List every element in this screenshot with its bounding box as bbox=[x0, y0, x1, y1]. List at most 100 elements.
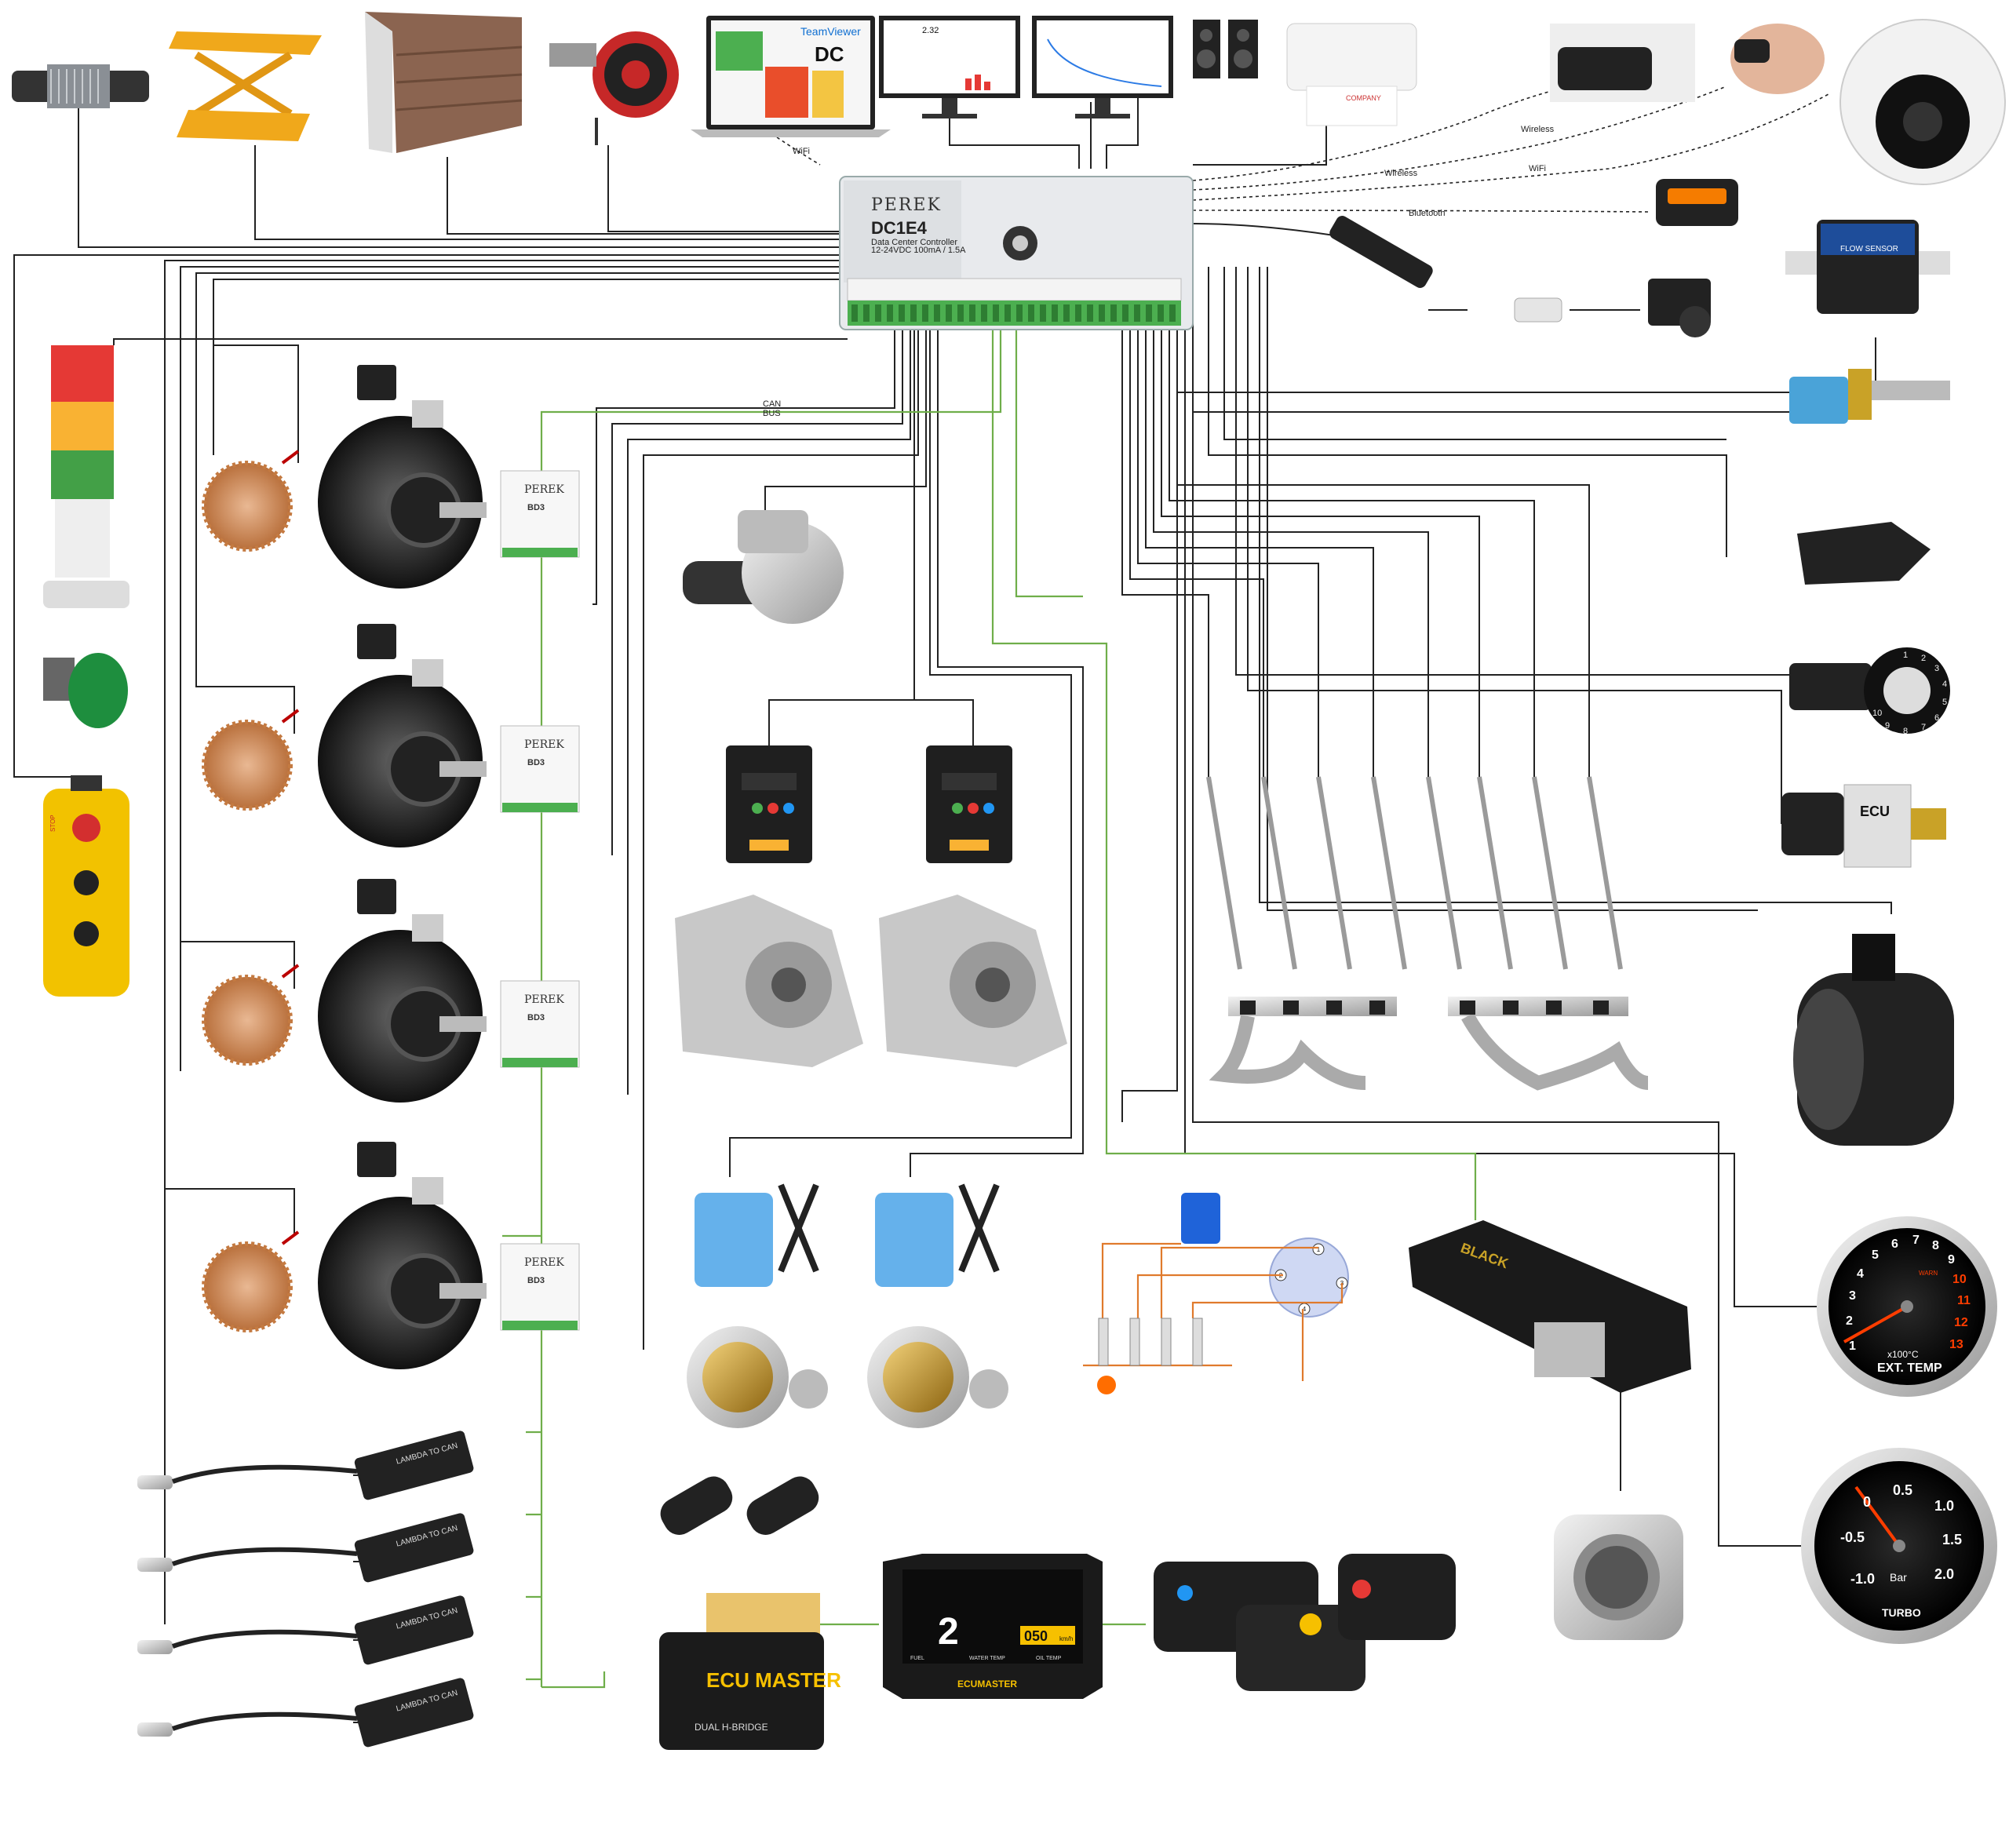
dash-brand: ECUMASTER bbox=[957, 1679, 1017, 1689]
turbo-tick-0: 0 bbox=[1863, 1494, 1871, 1510]
maf-sensor bbox=[1793, 934, 1954, 1146]
servo-throttle-1 bbox=[687, 1183, 828, 1428]
turbo-tick-m05: -0.5 bbox=[1840, 1529, 1865, 1545]
pot-digit-1: 1 bbox=[1903, 651, 1908, 660]
turbo-tick-m1: -1.0 bbox=[1850, 1571, 1875, 1587]
vfd-2 bbox=[926, 745, 1012, 863]
gauge-ext-temp: 1 2 3 4 5 6 7 8 9 10 11 12 13 WARN x100°… bbox=[1817, 1216, 1997, 1397]
motor-unit-3: PEREK BD3 bbox=[202, 879, 580, 1103]
controller-subtitle: Data Center Controller bbox=[871, 238, 957, 247]
printer: COMPANY bbox=[1286, 23, 1417, 126]
turbo-name: TURBO bbox=[1882, 1606, 1921, 1619]
turbo-tick-05: 0.5 bbox=[1893, 1482, 1912, 1498]
blower-fan-2 bbox=[879, 895, 1067, 1067]
dash-gear: 2 bbox=[938, 1611, 959, 1653]
pressure-label: ECU bbox=[1860, 804, 1890, 819]
potentiometer: 1 2 3 4 5 6 7 8 9 10 bbox=[1789, 647, 1950, 736]
dash-cell-water: WATER TEMP bbox=[969, 1656, 1005, 1661]
dc1e4-controller[interactable]: PEREK DC1E4 Data Center Controller 12-24… bbox=[839, 176, 1194, 330]
bd3-model-3: BD3 bbox=[527, 1013, 545, 1022]
lambda-row-1: LAMBDA TO CAN bbox=[137, 1431, 474, 1500]
bd3-brand-1: PEREK bbox=[524, 483, 564, 496]
pot-digit-7: 7 bbox=[1921, 723, 1926, 732]
ignition-system: 1 2 3 4 bbox=[1083, 1193, 1349, 1394]
temp-tick-3: 3 bbox=[1849, 1289, 1856, 1303]
pot-digit-10: 10 bbox=[1872, 709, 1882, 718]
remote-hand bbox=[1730, 24, 1825, 94]
pot-digit-5: 5 bbox=[1942, 698, 1947, 707]
starter-motor bbox=[683, 510, 844, 624]
pressure-sensor: ECU bbox=[1781, 784, 1946, 868]
dc-logo: DC bbox=[815, 42, 844, 66]
dc-motors bbox=[660, 1476, 819, 1535]
bd3-brand-3: PEREK bbox=[524, 993, 564, 1006]
terminal-block bbox=[848, 301, 1181, 326]
garage-door bbox=[365, 12, 523, 153]
dual-h-bridge: ECU MASTER DUAL H-BRIDGE bbox=[659, 1593, 841, 1750]
gauge-turbo: -1.0 -0.5 0 0.5 1.0 1.5 2.0 Bar TURBO bbox=[1801, 1448, 1997, 1644]
temp-tick-6: 6 bbox=[1891, 1237, 1898, 1251]
coolant-temp-sensor bbox=[1789, 369, 1950, 424]
motor-unit-4: PEREK BD3 bbox=[202, 1142, 580, 1369]
turbo-unit: Bar bbox=[1890, 1571, 1907, 1584]
turbo-tick-15: 1.5 bbox=[1942, 1532, 1962, 1547]
bd3-model-1: BD3 bbox=[527, 503, 545, 512]
temp-tick-10: 10 bbox=[1952, 1273, 1967, 1286]
keyboard bbox=[1550, 24, 1695, 102]
hbridge-brand: ECU MASTER bbox=[706, 1668, 841, 1692]
map-sensor bbox=[1797, 522, 1931, 585]
temp-tick-11: 11 bbox=[1957, 1294, 1971, 1307]
motor-unit-1: PEREK BD3 bbox=[202, 365, 580, 589]
pot-digit-8: 8 bbox=[1903, 727, 1908, 736]
keypads bbox=[1154, 1554, 1456, 1691]
temp-warn: WARN bbox=[1919, 1270, 1938, 1277]
dist-port-1: 1 bbox=[1317, 1246, 1321, 1253]
knock-sensor bbox=[1648, 279, 1711, 337]
bd3-model-4: BD3 bbox=[527, 1276, 545, 1285]
monitor-readout: 2.32 bbox=[922, 26, 939, 35]
temp-tick-12: 12 bbox=[1954, 1316, 1968, 1329]
lambda-row-2: LAMBDA TO CAN bbox=[137, 1513, 474, 1583]
pot-digit-6: 6 bbox=[1934, 713, 1939, 723]
lambda-row-4: LAMBDA TO CAN bbox=[137, 1678, 474, 1748]
controller-spec: 12-24VDC 100mA / 1.5A bbox=[871, 246, 966, 255]
temp-tick-5: 5 bbox=[1872, 1248, 1879, 1262]
flow-sensor: FLOW SENSOR bbox=[1785, 220, 1950, 314]
lambda-row-3: LAMBDA TO CAN bbox=[137, 1595, 474, 1665]
obd-adapter bbox=[1656, 179, 1738, 226]
temp-name: EXT. TEMP bbox=[1877, 1361, 1942, 1375]
dash-cell-oil: OIL TEMP bbox=[1036, 1656, 1062, 1661]
wireless-label-1: Wireless bbox=[1521, 125, 1555, 134]
temp-tick-4: 4 bbox=[1857, 1267, 1864, 1281]
temp-tick-9: 9 bbox=[1948, 1253, 1955, 1267]
temp-tick-13: 13 bbox=[1949, 1338, 1963, 1351]
pot-digit-9: 9 bbox=[1885, 721, 1890, 731]
can-label: CAN bbox=[763, 399, 781, 409]
wifi-laptop-label: WiFi bbox=[793, 147, 810, 156]
lift-table bbox=[169, 31, 322, 141]
temp-tick-1: 1 bbox=[1849, 1340, 1856, 1353]
teamviewer-label: TeamViewer bbox=[800, 25, 861, 38]
controller-model: DC1E4 bbox=[871, 218, 928, 238]
printer-brand: COMPANY bbox=[1346, 94, 1381, 102]
bd3-brand-2: PEREK bbox=[524, 738, 564, 751]
monitor-1: 2.32 bbox=[879, 16, 1020, 118]
servo-throttle-2 bbox=[867, 1183, 1008, 1428]
exhaust-manifolds bbox=[1209, 997, 1650, 1091]
monitor-2 bbox=[1032, 16, 1173, 118]
electronic-throttle bbox=[1554, 1514, 1683, 1640]
egt-probes bbox=[1206, 776, 1623, 970]
blower-fan-1 bbox=[675, 895, 863, 1067]
temp-tick-7: 7 bbox=[1912, 1234, 1920, 1247]
temp-tick-2: 2 bbox=[1846, 1314, 1853, 1328]
motor-unit-2: PEREK BD3 bbox=[202, 624, 580, 847]
turbo-tick-2: 2.0 bbox=[1934, 1566, 1954, 1582]
vfd-1 bbox=[726, 745, 812, 863]
temp-tick-8: 8 bbox=[1932, 1239, 1939, 1252]
hbridge-model: DUAL H-BRIDGE bbox=[695, 1722, 768, 1733]
ecu-black: BLACK bbox=[1409, 1220, 1691, 1393]
bd3-model-2: BD3 bbox=[527, 758, 545, 767]
laptop: TeamViewer DC bbox=[691, 16, 891, 137]
dash-cell-fuel: FUEL bbox=[910, 1656, 924, 1661]
